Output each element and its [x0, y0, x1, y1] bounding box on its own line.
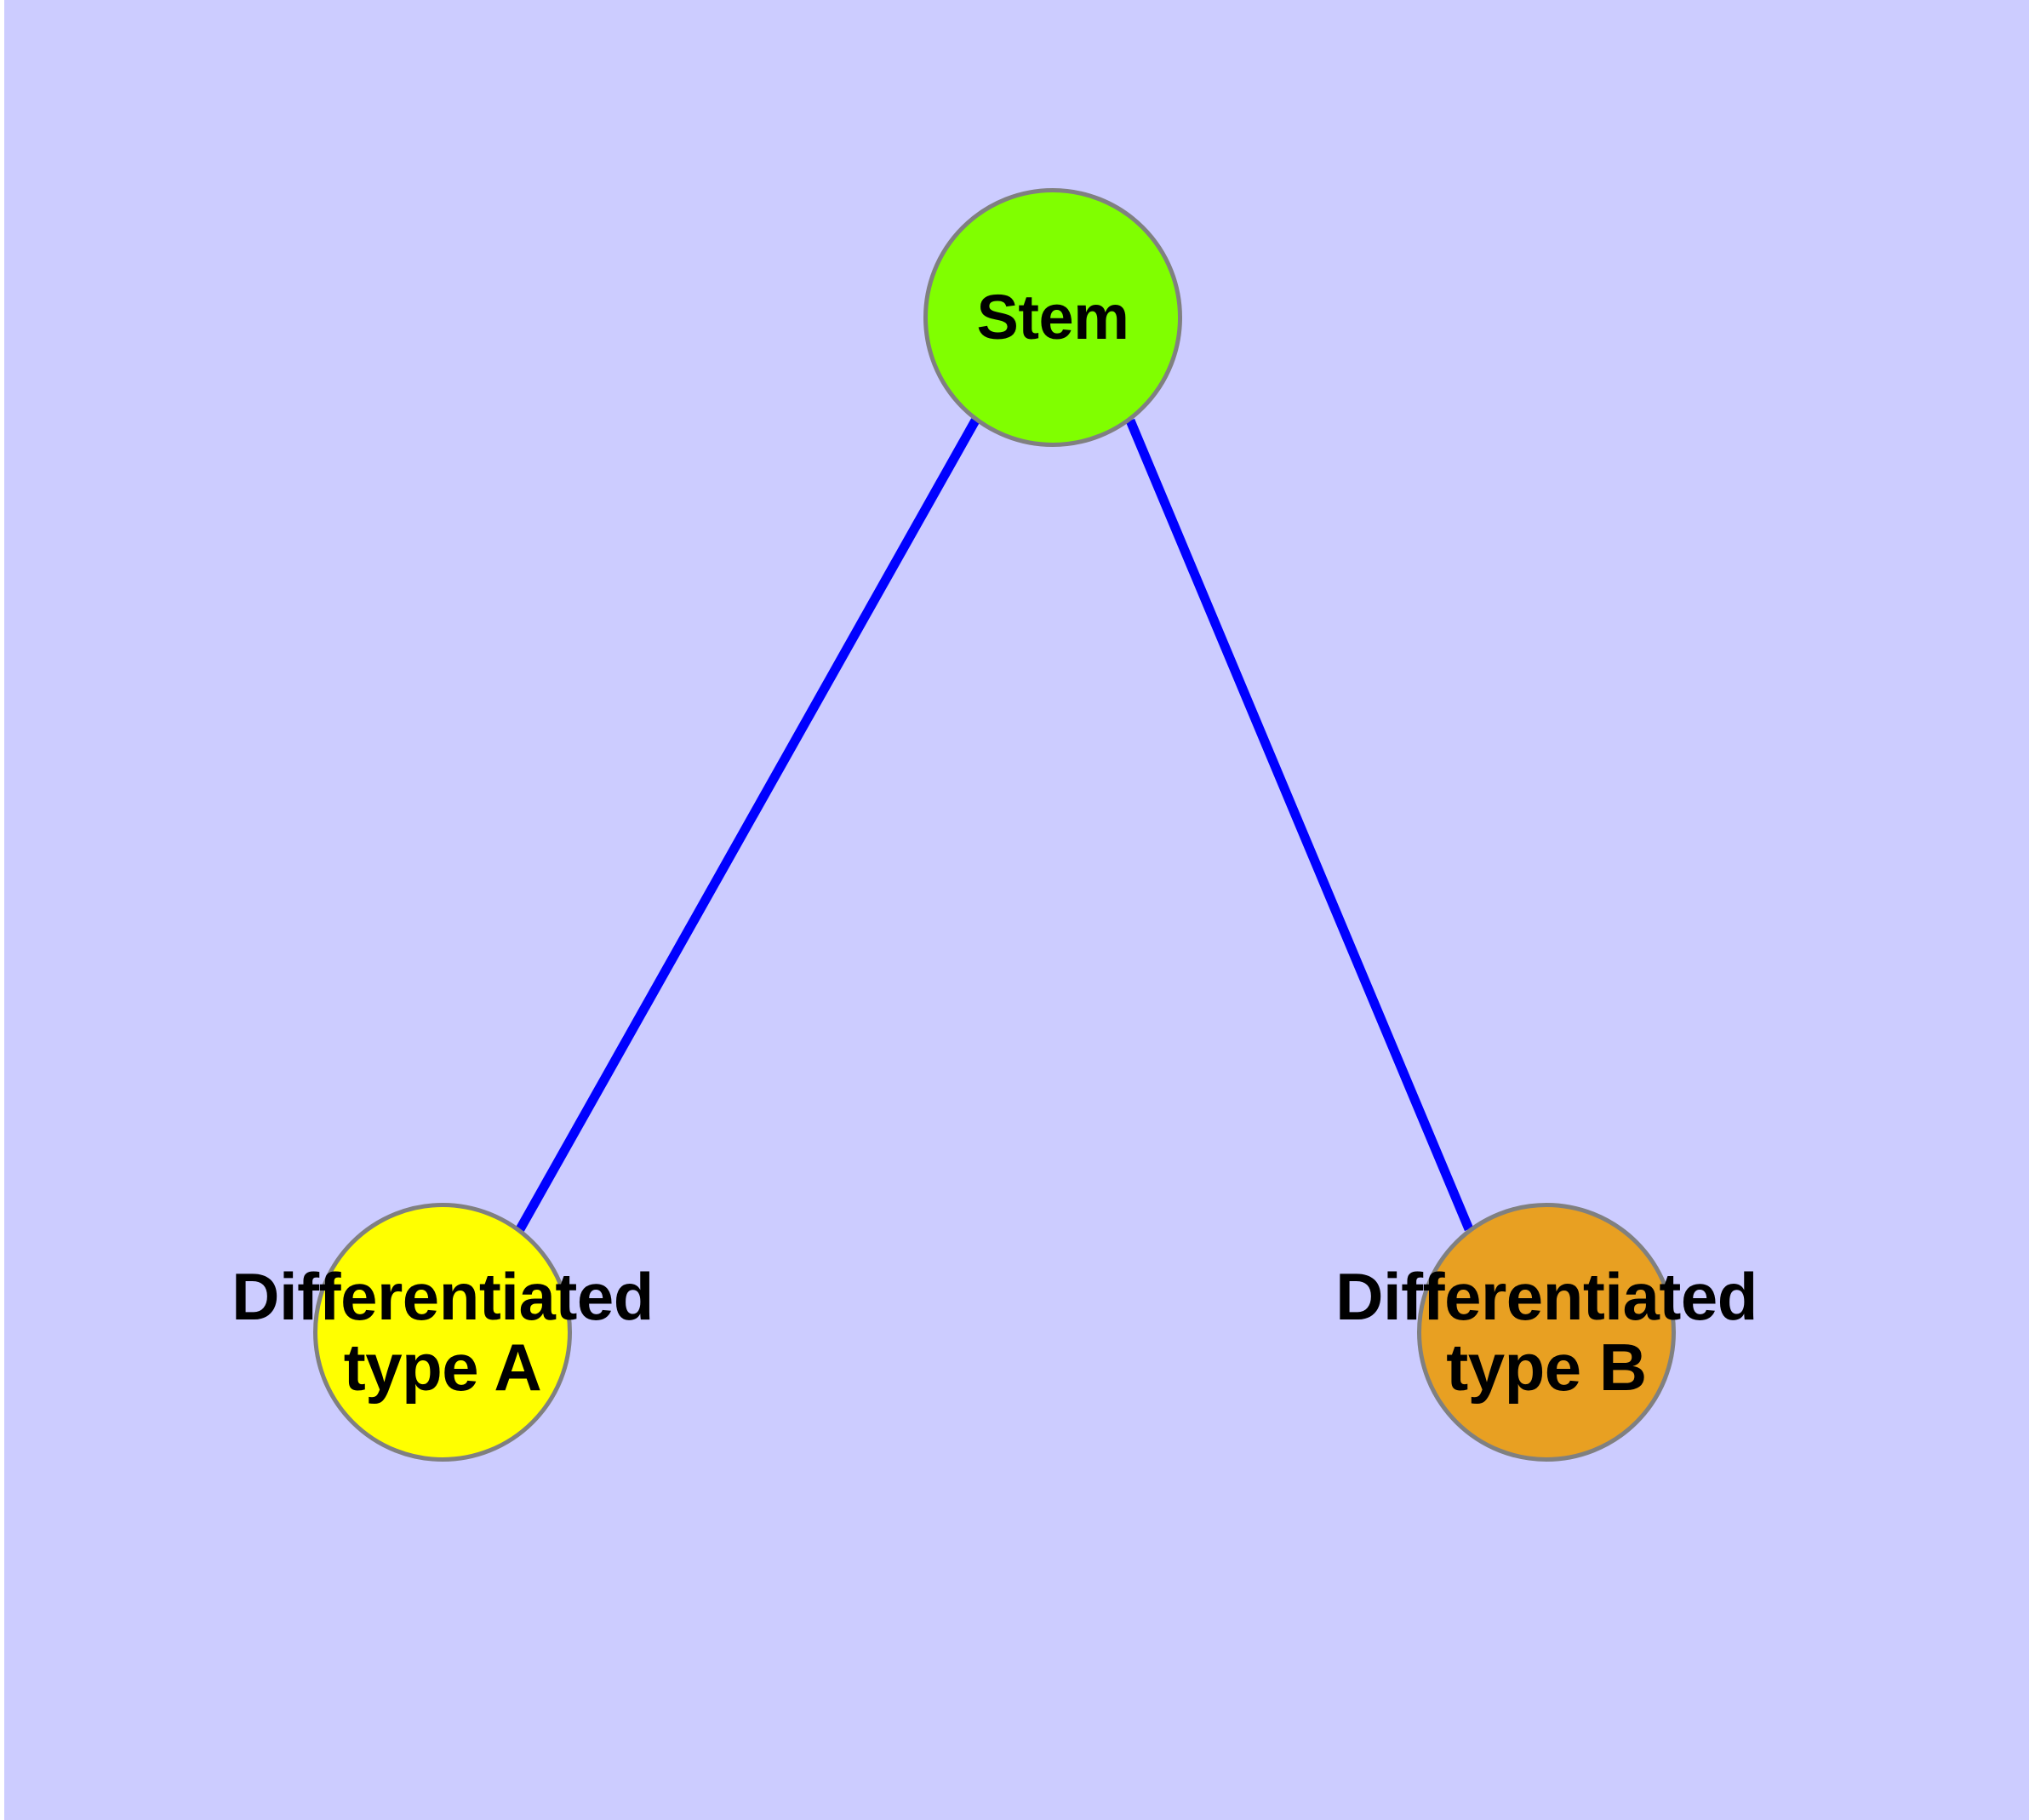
node-stem[interactable] — [923, 188, 1182, 447]
edge-stem-to-differentiated-type-b — [1125, 418, 1474, 1232]
node-differentiated-type-b[interactable] — [1417, 1203, 1676, 1462]
node-differentiated-type-a[interactable] — [313, 1203, 572, 1462]
edge-stem-to-differentiated-type-a — [516, 418, 980, 1232]
